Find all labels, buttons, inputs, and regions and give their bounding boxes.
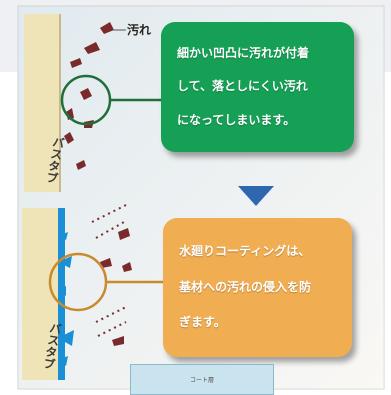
coating-layer <box>58 208 65 380</box>
bubble-line: 水廻りコーティングは、 <box>179 243 311 258</box>
bubble-line: ぎます。 <box>179 315 226 330</box>
coating-bump <box>58 286 66 296</box>
down-arrow <box>238 186 274 206</box>
dirt-particle <box>84 42 100 54</box>
dirt-particle <box>76 160 86 170</box>
coating-explanation-bubble: 水廻りコーティングは、 基材への汚れの侵入を防 ぎます。 <box>163 218 352 357</box>
dirt-particle <box>80 88 92 100</box>
dirt-explanation-bubble: 細かい凹凸に汚れが付着 して、落としにくい汚れ になってしまいます。 <box>161 22 354 152</box>
bubble-line: 基材への汚れの侵入を防 <box>179 279 312 294</box>
bathtub-surface-top <box>24 14 60 192</box>
dirt-particle <box>112 336 124 346</box>
dirt-particle <box>100 22 114 34</box>
bubble-line: 細かい凹凸に汚れが付着 <box>177 45 310 60</box>
dirt-particle <box>70 58 82 68</box>
coating-bump <box>58 356 68 366</box>
dirt-particle <box>118 228 130 240</box>
dirt-particle <box>100 258 112 268</box>
dirt-label: 汚れ <box>127 23 152 37</box>
coating-bump <box>58 330 74 346</box>
dirt-trail <box>91 203 129 223</box>
bubble-line: して、落としにくい汚れ <box>177 79 308 93</box>
dirt-particle <box>64 132 74 144</box>
bubble-line: になってしまいます。 <box>177 112 296 127</box>
coat-layer-label: コート層 <box>130 364 274 395</box>
dirt-particle <box>122 262 132 272</box>
coating-bump <box>58 232 68 240</box>
coating-bump <box>58 256 72 268</box>
